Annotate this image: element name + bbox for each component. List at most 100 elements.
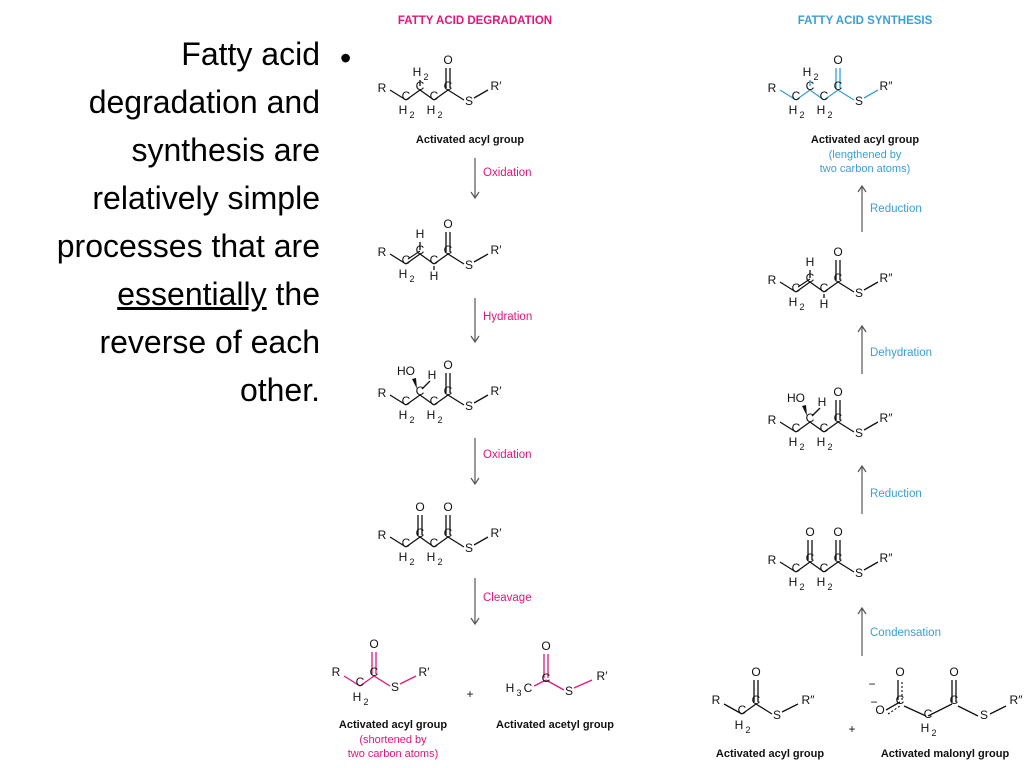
syn-product-molecule: RSR″OCCCCH2H2H2	[768, 53, 894, 120]
svg-text:O: O	[443, 53, 452, 67]
svg-text:2: 2	[799, 582, 804, 592]
svg-text:H: H	[789, 295, 798, 309]
svg-text:C: C	[792, 421, 801, 435]
svg-text:H: H	[820, 297, 829, 311]
svg-text:C: C	[430, 536, 439, 550]
deg-product1-label: Activated acyl group	[339, 719, 447, 731]
svg-text:2: 2	[799, 110, 804, 120]
deg-arrow-4	[470, 578, 480, 626]
svg-text:S: S	[980, 708, 988, 722]
svg-text:R: R	[378, 81, 387, 95]
deg-product2-label: Activated acetyl group	[496, 719, 614, 731]
svg-text:S: S	[855, 94, 863, 108]
svg-text:O: O	[833, 525, 842, 539]
svg-text:H: H	[818, 395, 827, 409]
syn-arrow-3	[857, 464, 867, 514]
svg-text:C: C	[444, 384, 453, 398]
svg-text:R″: R″	[880, 79, 894, 93]
deg-start-label: Activated acyl group	[416, 134, 524, 146]
synthesis-pathway: FATTY ACID SYNTHESISRSR″OCCCCH2H2H2Activ…	[712, 15, 1024, 760]
svg-text:S: S	[855, 426, 863, 440]
svg-text:C: C	[356, 675, 365, 689]
syn-step-3: Reduction	[870, 488, 922, 500]
syn-arrow-4	[857, 606, 867, 656]
svg-text:R″: R″	[880, 551, 894, 565]
svg-text:O: O	[541, 639, 550, 653]
svg-text:3: 3	[516, 688, 521, 698]
slide-body-text: Fatty acid degradation and synthesis are…	[20, 30, 320, 414]
svg-text:C: C	[806, 411, 815, 425]
syn-arrow-2	[857, 324, 867, 374]
text-before: Fatty acid degradation and synthesis are…	[56, 36, 320, 264]
deg-plus: +	[466, 687, 473, 701]
svg-text:S: S	[465, 541, 473, 555]
svg-text:C: C	[834, 79, 843, 93]
svg-text:H: H	[416, 227, 425, 241]
svg-text:2: 2	[409, 415, 414, 425]
syn-plus: +	[848, 722, 855, 736]
svg-text:2: 2	[423, 72, 428, 82]
svg-text:R: R	[712, 693, 721, 707]
svg-text:2: 2	[813, 72, 818, 82]
svg-text:S: S	[565, 684, 573, 698]
deg-product1-note2: two carbon atoms)	[348, 748, 438, 760]
svg-text:C: C	[430, 89, 439, 103]
svg-text:2: 2	[799, 302, 804, 312]
svg-text:H: H	[806, 255, 815, 269]
svg-text:C: C	[430, 394, 439, 408]
svg-text:HO: HO	[397, 364, 415, 378]
svg-text:H: H	[427, 550, 436, 564]
degradation-title: FATTY ACID DEGRADATION	[398, 15, 552, 27]
syn-step-2: Dehydration	[870, 347, 932, 359]
deg-arrow-2	[470, 298, 480, 344]
svg-text:O: O	[443, 217, 452, 231]
svg-text:H: H	[399, 267, 408, 281]
svg-text:R″: R″	[880, 411, 894, 425]
svg-text:O: O	[949, 665, 958, 679]
svg-text:R: R	[378, 528, 387, 542]
svg-text:C: C	[792, 89, 801, 103]
svg-text:R″: R″	[1010, 693, 1024, 707]
svg-text:O: O	[751, 665, 760, 679]
svg-text:S: S	[465, 258, 473, 272]
svg-text:S: S	[465, 399, 473, 413]
svg-text:C: C	[950, 693, 959, 707]
svg-text:H: H	[430, 269, 439, 283]
synthesis-title: FATTY ACID SYNTHESIS	[798, 15, 933, 27]
svg-text:O: O	[833, 385, 842, 399]
svg-text:2: 2	[437, 557, 442, 567]
svg-text:R′: R′	[491, 79, 503, 93]
syn-enoyl-molecule: RSR″OCCCCH2HH	[768, 245, 894, 312]
text-after: the reverse of each other.	[99, 276, 320, 408]
svg-text:C: C	[402, 536, 411, 550]
svg-text:O: O	[875, 703, 884, 717]
svg-text:H: H	[735, 718, 744, 732]
svg-text:C: C	[444, 526, 453, 540]
syn-reactant2-label: Activated malonyl group	[881, 748, 1010, 760]
svg-text:2: 2	[827, 110, 832, 120]
svg-text:R′: R′	[491, 384, 503, 398]
svg-text:S: S	[855, 566, 863, 580]
deg-step-2: Hydration	[483, 311, 532, 323]
svg-text:C: C	[738, 703, 747, 717]
deg-arrow-1	[470, 158, 480, 200]
svg-text:H: H	[789, 575, 798, 589]
svg-text:H: H	[399, 103, 408, 117]
svg-text:R: R	[768, 413, 777, 427]
svg-text:H: H	[921, 721, 930, 735]
svg-text:2: 2	[409, 557, 414, 567]
svg-text:H: H	[789, 103, 798, 117]
svg-text:C: C	[430, 253, 439, 267]
text-emphasis: essentially	[117, 276, 267, 312]
deg-arrow-3	[470, 438, 480, 486]
svg-text:H: H	[817, 575, 826, 589]
svg-text:C: C	[542, 671, 551, 685]
deg-start-molecule: RSR′OCCCCH2H2H2	[378, 53, 503, 120]
svg-text:O: O	[443, 358, 452, 372]
svg-text:HO: HO	[787, 391, 805, 405]
svg-text:C: C	[792, 281, 801, 295]
